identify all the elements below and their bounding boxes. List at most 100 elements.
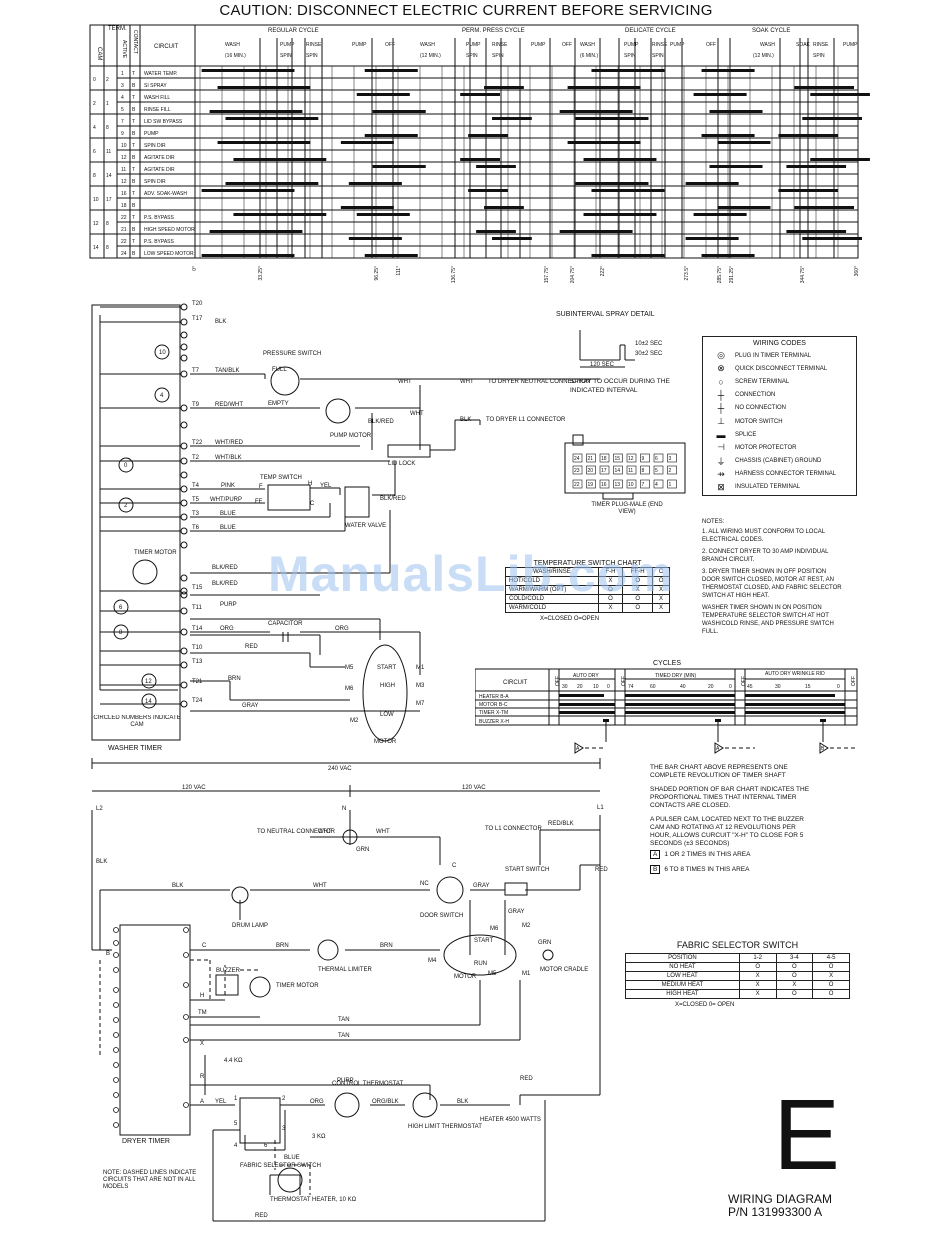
dryer-terminal [113,952,119,958]
timer-bar [810,93,870,96]
row-cam: 14 [93,245,99,251]
wiring-code-text: CHASSIS (CABINET) GROUND [735,458,822,465]
cam-circle-8: 8 [119,630,123,636]
subhead-label: WASH [225,42,240,48]
plug-pin-number: 21 [588,456,594,462]
row-side: B [132,203,136,209]
subhead-label: RINSE [652,42,668,48]
dryer-wire-purp: PURP [337,1078,354,1084]
cam-header: CAM [96,47,102,60]
subhead-label: PUMP [466,42,481,48]
v240-label: 240 VAC [328,766,352,772]
row-term: 14 [106,173,112,179]
dryer-wire-tan-2: TAN [338,1033,350,1039]
row-contact: 7 [121,119,124,125]
row-side: B [132,107,136,113]
temp-h-label: H [308,481,312,487]
plug-pin [653,479,664,489]
plug-pin [572,465,583,475]
dryer-wire-grn-1: GRN [356,847,369,853]
timer-bar-chart: CAM TERM. ACTIVE CONTACT CIRCUIT REGULAR… [89,24,870,283]
wire-blue-2: BLUE [220,525,236,531]
cam-circle-6: 6 [119,605,123,611]
spray-t2: 30±2 SEC [635,351,663,357]
washer-terminal-label: T5 [192,497,200,503]
washer-terminal [180,343,188,351]
fabric-header-cell: 4-5 [812,953,850,963]
wiring-code-item: ⊠INSULATED TERMINAL [707,481,856,494]
wire-wht-red: WHT/RED [215,440,244,446]
timer-bar [460,93,500,96]
timer-bar [225,182,319,185]
motor-low-label: LOW [380,712,394,718]
washer-terminal [180,331,188,339]
wire-blk-red-2: BLK/RED [212,581,238,587]
wiring-code-text: MOTOR PROTECTOR [735,444,797,451]
timer-bar [468,189,508,192]
washer-terminal [180,541,188,549]
subhead-label: OFF [562,42,572,48]
timer-bar [701,254,755,257]
subhead-label: WASH [580,42,595,48]
cycles-col-off-1: OFF [555,676,561,686]
dryer-terminal [113,967,119,973]
contact-header: CONTACT [132,30,138,54]
row-side: T [132,215,135,221]
dryer-wire-red-blk: RED/BLK [548,821,574,827]
wiring-code-icon: ⊥ [717,416,725,427]
washer-terminal [180,628,188,636]
plug-pin [640,465,650,475]
timer-bar [794,86,855,89]
timer-bar [476,165,516,168]
wiring-code-item: ○SCREW TERMINAL [707,375,856,388]
dryer-wire-brn-1: BRN [276,943,289,949]
cycles-col-auto: AUTO DRY [573,673,599,679]
row-cam: 4 [93,125,96,131]
timer-bar [348,182,402,185]
wire-wht-2: WHT [460,379,474,385]
washer-terminal [180,471,188,479]
degree-label: 291.25° [729,266,735,283]
wire-blk-1: BLK [215,319,226,325]
wiring-code-icon: ┼ [717,403,725,414]
dryer-terminal-label: 1 [234,1096,238,1102]
drum-lamp-label: DRUM LAMP [232,923,268,929]
pressure-switch-label: PRESSURE SWITCH [263,351,321,357]
wire-wht-blk: WHT/BLK [215,455,242,461]
washer-terminal [180,442,188,450]
fabric-cell: O [775,962,814,972]
row-side: T [132,191,135,197]
dryer-wire-blk-3: BLK [457,1099,468,1105]
washer-terminal [180,607,188,615]
dryer-terminal-label: 3 [282,1126,286,1132]
plug-pin-number: 18 [601,456,607,462]
dryer-wire-org: ORG [310,1099,324,1105]
fabric-cell: LOW HEAT [625,971,740,981]
l2-label: L2 [96,806,103,812]
wiring-code-icon: ⊗ [717,363,725,374]
timer-bar [201,254,295,257]
timer-bar [794,206,855,209]
wiring-code-icon: ⊣ [717,442,725,453]
dryer-wire-red-1: RED [595,867,608,873]
fabric-cell: O [812,989,850,999]
v120a-label: 120 VAC [182,785,206,791]
note-4: WASHER TIMER SHOWN IN ON POSITION TEMPER… [702,605,834,635]
row-circuit: RINSE FILL [144,107,171,113]
row-term: 1 [106,101,109,107]
timer-bar [460,158,500,161]
wiring-diagram-footer: WIRING DIAGRAM P/N 131993300 A [728,1193,832,1219]
row-contact: 10 [121,143,127,149]
timed-tick-1: 60 [650,684,656,690]
spray-t1: 10±2 SEC [635,341,663,347]
dryer-terminal-label: 4 [234,1143,238,1149]
fabric-selector-label: FABRIC SELECTOR SWITCH [240,1163,321,1169]
timer-bar [372,165,426,168]
row-cam: 12 [93,221,99,227]
row-side: B [132,155,136,161]
plug-pin-number: 20 [588,468,594,474]
plug-pin-number: 16 [601,482,607,488]
